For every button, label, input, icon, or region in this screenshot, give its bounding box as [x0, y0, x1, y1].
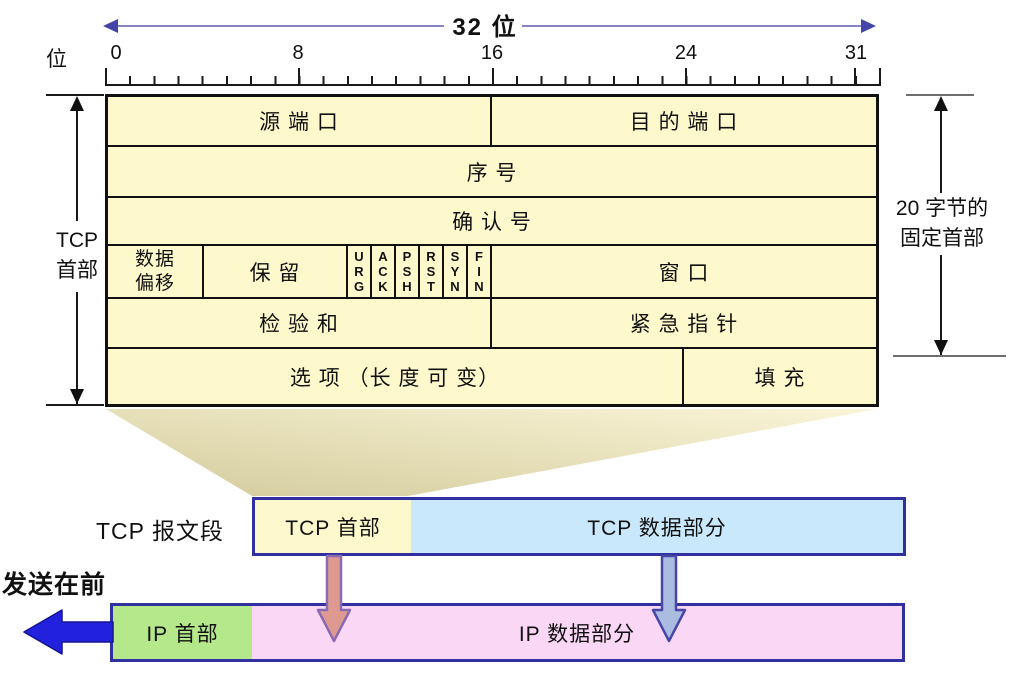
tcp-segment-bar: TCP 首部 TCP 数据部分: [252, 497, 906, 556]
cell-window: 窗 口: [492, 246, 876, 299]
cell-data-offset: 数据 偏移: [108, 246, 204, 299]
cell-checksum: 检 验 和: [108, 299, 492, 349]
tick-label-24: 24: [674, 42, 698, 64]
tall-tick-16: [492, 68, 494, 85]
bits-arrow-line-right: [522, 25, 872, 27]
tick-label-0: 0: [110, 42, 122, 64]
cell-reserved: 保 留: [204, 246, 348, 299]
arrow-down-icon: [934, 340, 948, 355]
flag-cell-urg: URG: [348, 246, 372, 299]
flag-cell-rst: RST: [420, 246, 444, 299]
sent-first-label: 发送在前: [2, 571, 107, 599]
cell-source-port: 源 端 口: [108, 97, 492, 147]
tall-tick-0: [105, 68, 107, 85]
cell-seq-no: 序 号: [108, 147, 876, 198]
tcp-header-brace-line-bottom: [76, 292, 78, 404]
flag-cell-ack: ACK: [372, 246, 396, 299]
cell-options: 选 项 （长 度 可 变）: [108, 349, 684, 404]
tick-label-8: 8: [292, 42, 304, 64]
fixed-header-brace-cap-bottom: [893, 355, 1006, 357]
tall-tick-31: [854, 68, 856, 85]
flag-cell-syn: SYN: [444, 246, 468, 299]
tcp-segment-data-cell: TCP 数据部分: [411, 500, 903, 553]
bit-unit-label: 位: [46, 48, 67, 71]
arrow-right-icon: [861, 19, 876, 33]
tcp-segment-label: TCP 报文段: [96, 518, 224, 544]
fixed-header-brace-line-bottom: [940, 255, 942, 355]
tcp-header-side-label: TCP 首部: [56, 228, 98, 282]
arrow-left-icon: [103, 19, 118, 33]
bit-ruler-ticks: [105, 76, 883, 85]
tall-tick-8: [298, 68, 300, 85]
tall-tick-24: [685, 68, 687, 85]
arrow-down-icon: [70, 389, 84, 404]
tcp-header-table: 源 端 口 目 的 端 口 序 号 确 认 号 数据 偏移 保 留 URG AC…: [105, 94, 879, 407]
cell-ack-no: 确 认 号: [108, 198, 876, 246]
cell-padding: 填 充: [754, 366, 806, 390]
cell-urgent-pointer: 紧 急 指 针: [492, 299, 876, 349]
arrow-up-icon: [934, 96, 948, 111]
bit-ruler-baseline: [105, 84, 881, 86]
arrow-up-icon: [70, 96, 84, 111]
fixed-header-side-label: 20 字节的 固定首部: [895, 196, 989, 250]
tcp-header-brace-cap-top: [46, 94, 104, 96]
flag-cell-fin: FIN: [468, 246, 492, 299]
ip-datagram-bar: IP 首部 IP 数据部分: [110, 603, 905, 662]
fixed-header-brace-cap-top: [906, 94, 974, 96]
flag-cell-psh: PSH: [396, 246, 420, 299]
send-direction-arrow-icon: [23, 609, 114, 655]
bits-width-label: 32 位: [452, 13, 518, 41]
tcp-segment-header-cell: TCP 首部: [255, 500, 411, 553]
tall-tick-32: [879, 68, 881, 85]
ip-header-cell: IP 首部: [113, 606, 252, 659]
tick-label-16: 16: [480, 42, 504, 64]
ip-data-cell: IP 数据部分: [252, 606, 902, 659]
fixed-header-brace-line-top: [940, 99, 942, 193]
tick-label-31: 31: [844, 42, 868, 64]
tcp-header-brace-line-top: [76, 99, 78, 221]
cell-dest-port: 目 的 端 口: [492, 97, 876, 147]
tcp-header-brace-cap-bottom: [46, 404, 104, 406]
bits-arrow-line-left: [108, 25, 444, 27]
